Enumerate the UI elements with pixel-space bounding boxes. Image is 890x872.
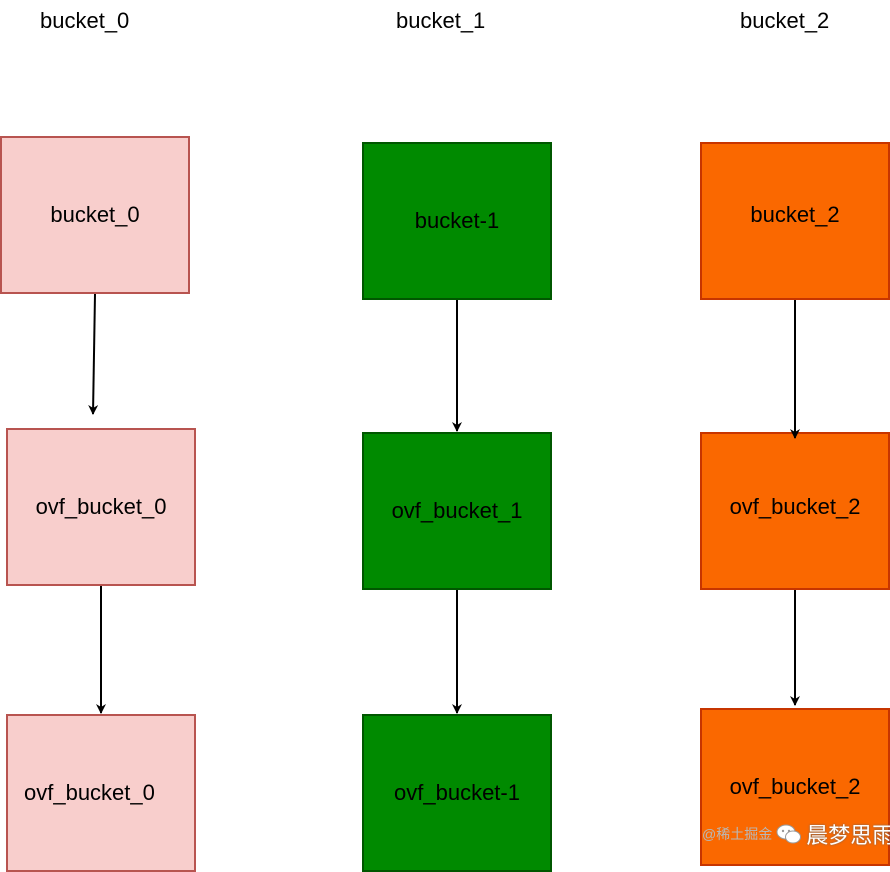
ovf-bucket-2-label-1: ovf_bucket_2 (729, 494, 861, 519)
ovf-bucket-0-label-1: ovf_bucket_0 (35, 494, 167, 519)
ovf-bucket-1-box-2[interactable]: ovf_bucket-1 (362, 714, 552, 872)
ovf-bucket-0-box-2[interactable]: ovf_bucket_0 (6, 714, 196, 872)
ovf-bucket-1-label-2: ovf_bucket-1 (394, 780, 520, 805)
ovf-bucket-0-label-2: ovf_bucket_0 (24, 780, 155, 805)
bucket-0-box[interactable]: bucket_0 (0, 136, 190, 294)
watermark-prefix: @稀土掘金 (702, 826, 773, 842)
arrow-bucket-0-to-ovf-1 (88, 293, 99, 415)
bucket-2-label: bucket_2 (750, 202, 840, 227)
wechat-icon (776, 824, 802, 844)
bucket-1-box[interactable]: bucket-1 (362, 142, 552, 300)
column-header-bucket-0: bucket_0 (40, 8, 130, 33)
bucket-0-label: bucket_0 (50, 202, 140, 227)
column-header-bucket-1: bucket_1 (396, 8, 486, 33)
watermark: @稀土掘金 晨梦思雨 (702, 818, 890, 850)
watermark-text: 晨梦思雨 (806, 823, 890, 848)
bucket-2-box[interactable]: bucket_2 (700, 142, 890, 300)
ovf-bucket-1-label-1: ovf_bucket_1 (391, 498, 523, 523)
ovf-bucket-2-box-1[interactable]: ovf_bucket_2 (700, 432, 890, 590)
ovf-bucket-1-box-1[interactable]: ovf_bucket_1 (362, 432, 552, 590)
ovf-bucket-2-label-2: ovf_bucket_2 (729, 774, 861, 799)
ovf-bucket-0-box-1[interactable]: ovf_bucket_0 (6, 428, 196, 586)
column-header-bucket-2: bucket_2 (740, 8, 830, 33)
bucket-1-label: bucket-1 (414, 208, 500, 233)
